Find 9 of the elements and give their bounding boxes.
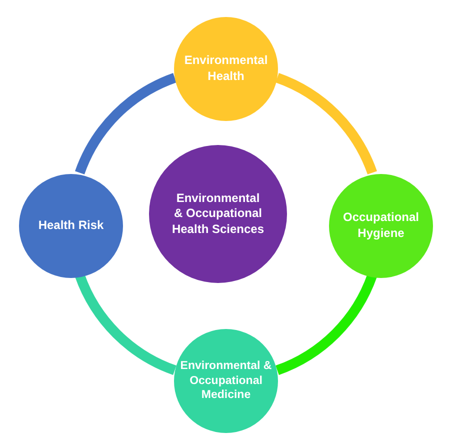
ring-arc-connector [275,73,377,175]
ring-arc-connector [275,273,377,375]
topic-label: Environmental & Occupational Health Sciences [171,190,265,238]
topic-label: Environmental Health [183,53,269,85]
topic-label: Environmental & Occupational Medicine [179,358,273,404]
topic-label: Occupational Hygiene [342,210,420,242]
ring-arc-connector [75,273,177,375]
ring-arc-connector [75,73,177,175]
topic-label: Health Risk [38,218,104,234]
